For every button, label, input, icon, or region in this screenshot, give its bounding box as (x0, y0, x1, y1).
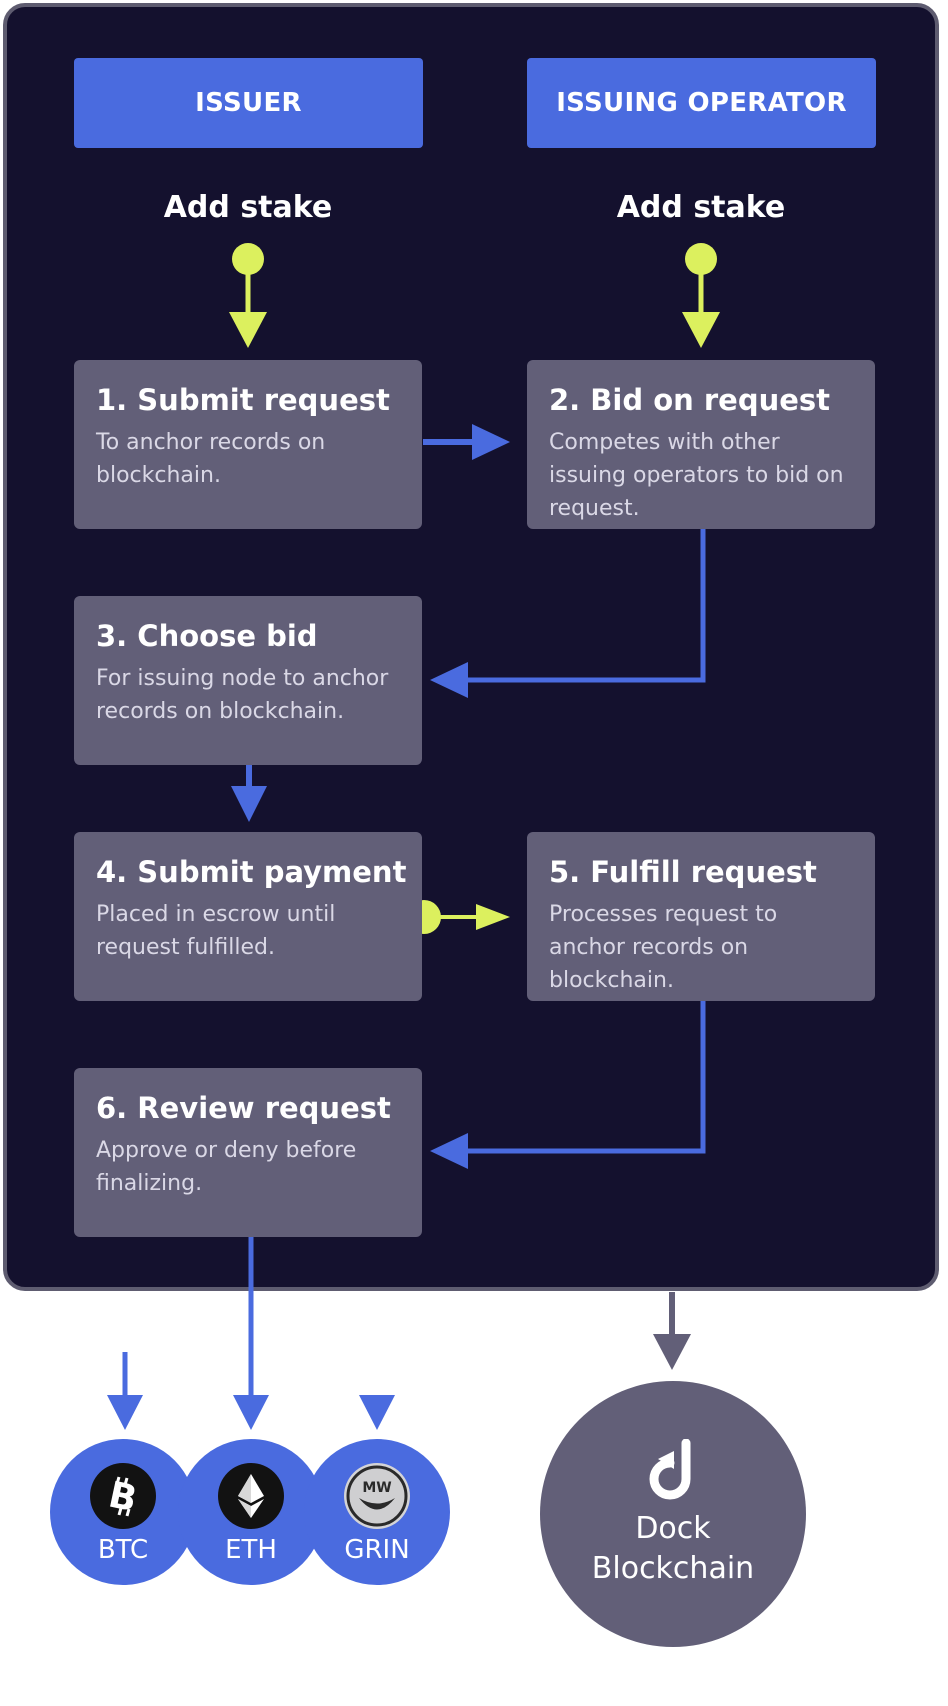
step-title: 3. Choose bid (96, 619, 318, 653)
step-desc: Approve or deny before finalizing. (96, 1138, 357, 1196)
arrow-payment-to-fulfill (407, 900, 510, 934)
bitcoin-icon: B (90, 1463, 156, 1529)
svg-text:B: B (105, 1475, 140, 1518)
ethereum-icon (218, 1463, 284, 1529)
step-bid-on-request: 2. Bid on request Competes with other is… (527, 360, 875, 529)
arrow-review-to-chains (107, 1234, 395, 1430)
step-desc: Placed in escrow until request fulfilled… (96, 902, 336, 960)
step-title: 6. Review request (96, 1091, 391, 1125)
operator-header-label: ISSUING OPERATOR (556, 88, 847, 118)
arrow-fulfill-to-review (430, 1001, 706, 1169)
step-submit-request: 1. Submit request To anchor records on b… (74, 360, 422, 529)
chain-label: BTC (97, 1535, 149, 1565)
chain-label: ETH (225, 1535, 277, 1565)
dock-label-line1: Dock (635, 1511, 711, 1546)
step-title: 2. Bid on request (549, 383, 831, 417)
issuer-add-stake: Add stake (163, 190, 333, 225)
step-title: 5. Fulfill request (549, 855, 817, 889)
step-review-request: 6. Review request Approve or deny before… (74, 1068, 422, 1237)
svg-text:MW: MW (362, 1480, 391, 1496)
issuer-header: ISSUER (74, 58, 423, 148)
operator-stake-arrow (682, 243, 720, 348)
arrow-bid-to-choose (430, 529, 706, 698)
step-title: 4. Submit payment (96, 855, 407, 889)
step-desc: For issuing node to anchor records on bl… (96, 666, 389, 724)
issuer-stake-arrow (229, 243, 267, 348)
step-title: 1. Submit request (96, 383, 390, 417)
chain-btc: B BTC (50, 1439, 196, 1585)
operator-add-stake: Add stake (616, 190, 786, 225)
dock-label-line2: Blockchain (591, 1551, 755, 1586)
step-fulfill-request: 5. Fulfill request Processes request to … (527, 832, 875, 1001)
step-choose-bid: 3. Choose bid For issuing node to anchor… (74, 596, 422, 765)
step-desc: To anchor records on blockchain. (96, 430, 326, 488)
arrow-submit-to-bid (423, 424, 510, 460)
step-submit-payment: 4. Submit payment Placed in escrow until… (74, 832, 422, 1001)
issuer-header-label: ISSUER (195, 88, 302, 118)
grin-icon: MW (344, 1463, 410, 1529)
dock-label: Dock Blockchain (540, 1509, 806, 1589)
chain-grin: MW GRIN (304, 1439, 450, 1585)
dock-blockchain: Dock Blockchain (540, 1381, 806, 1647)
chain-label: GRIN (344, 1535, 410, 1565)
step-desc: Processes request to anchor records on b… (549, 902, 778, 993)
arrow-to-dock (653, 1292, 691, 1370)
dock-logo-icon (646, 1438, 702, 1505)
arrow-choose-to-payment (231, 764, 267, 822)
operator-header: ISSUING OPERATOR (527, 58, 876, 148)
step-desc: Competes with other issuing operators to… (549, 430, 844, 521)
chain-eth: ETH (178, 1439, 324, 1585)
